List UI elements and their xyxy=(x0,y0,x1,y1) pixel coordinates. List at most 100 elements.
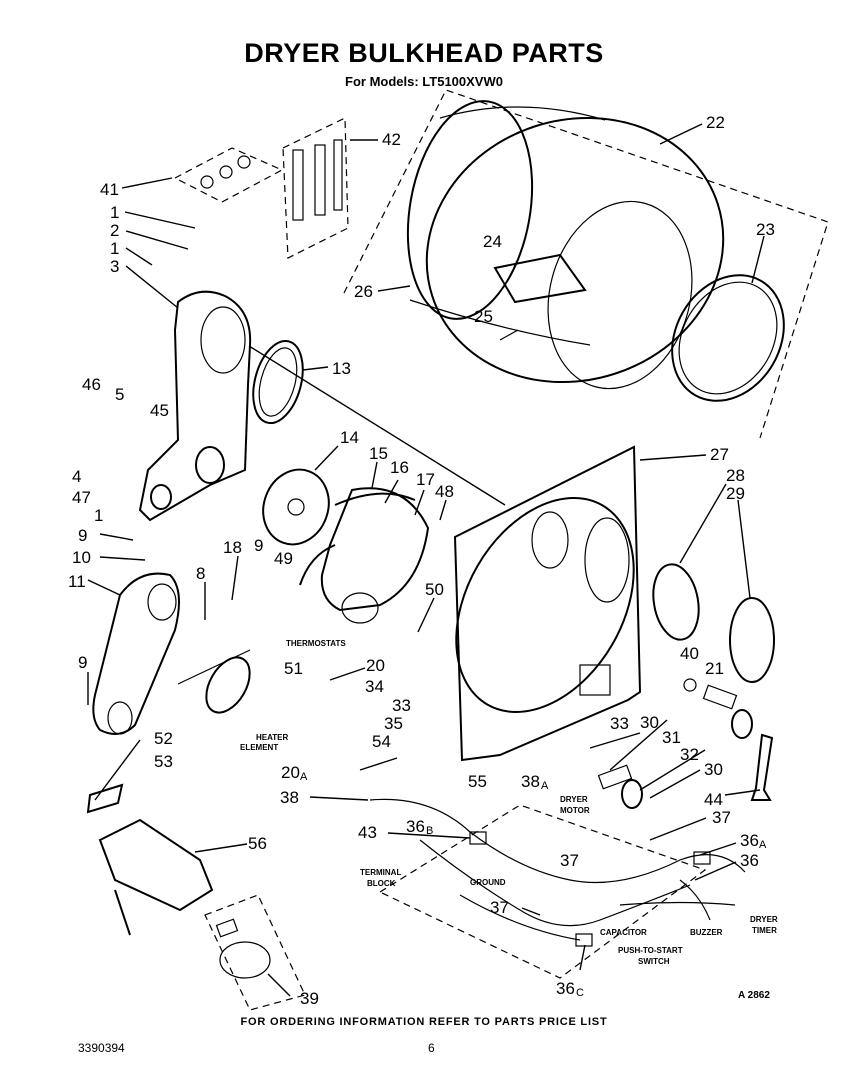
label-dryer-timer-2: TIMER xyxy=(752,926,777,935)
callout-36a: 36 xyxy=(740,831,759,850)
callout-36b: 36 xyxy=(406,817,425,836)
descriptor-labels: THERMOSTATS HEATER ELEMENT DRYER MOTOR T… xyxy=(240,639,778,966)
callout-53: 53 xyxy=(154,752,173,771)
leader-36c xyxy=(579,944,586,971)
label-dryer-motor-2: MOTOR xyxy=(560,806,590,815)
document-number: 3390394 xyxy=(78,1041,125,1055)
label-dryer-timer-1: DRYER xyxy=(750,915,778,924)
lint-housing-11 xyxy=(92,572,180,735)
impeller-14 xyxy=(262,468,330,546)
harness-main xyxy=(369,798,746,884)
callout-37a: 37 xyxy=(712,808,731,827)
duct-seal-17 xyxy=(299,492,416,586)
callout-39: 39 xyxy=(300,989,319,1008)
leader-36 xyxy=(694,861,737,881)
callout-35: 35 xyxy=(384,714,403,733)
leader-11 xyxy=(87,579,121,596)
callout-42: 42 xyxy=(382,130,401,149)
callout-1b: 1 xyxy=(110,239,119,258)
callout-37b: 37 xyxy=(560,851,579,870)
callout-8: 8 xyxy=(196,564,205,583)
leader-14 xyxy=(314,445,339,471)
callout-46: 46 xyxy=(82,375,101,394)
leader-30b xyxy=(649,769,701,799)
callout-45: 45 xyxy=(150,401,169,420)
callout-37c: 37 xyxy=(490,898,509,917)
callout-40: 40 xyxy=(680,644,699,663)
callout-52: 52 xyxy=(154,729,173,748)
kit-part-c xyxy=(333,139,343,211)
washer-40 xyxy=(683,678,697,692)
pulley-32 xyxy=(731,709,753,739)
kit-39-box xyxy=(204,894,306,1011)
drum-shell xyxy=(409,106,606,346)
callout-38: 38 xyxy=(280,788,299,807)
callout-54: 54 xyxy=(372,732,391,751)
cord-39 xyxy=(219,941,271,979)
callout-34: 34 xyxy=(365,677,384,696)
grommet-3 xyxy=(237,155,251,169)
callout-28: 28 xyxy=(726,466,745,485)
lint-housing-bottom xyxy=(107,701,133,735)
callout-36a-suffix: A xyxy=(759,839,767,851)
callout-23: 23 xyxy=(756,220,775,239)
leader-26 xyxy=(377,285,411,292)
callout-labels: 41 1 2 1 3 42 22 23 24 25 26 13 46 5 45 … xyxy=(68,113,775,1008)
wiring-harness xyxy=(369,798,746,979)
model-subtitle: For Models: LT5100XVW0 xyxy=(345,74,503,89)
blower-housing xyxy=(138,290,252,522)
drum-rear-rim xyxy=(425,116,725,384)
blower-grille xyxy=(200,306,246,374)
harness-branch-2 xyxy=(459,894,581,941)
label-block: BLOCK xyxy=(367,879,396,888)
filter-leader xyxy=(177,649,251,685)
hardware-kits xyxy=(173,117,349,259)
callout-36: 36 xyxy=(740,851,759,870)
shaft-31 xyxy=(597,764,633,790)
leader-17 xyxy=(414,489,425,516)
drum-seal-ring xyxy=(671,274,785,402)
callout-50: 50 xyxy=(425,580,444,599)
leader-1b xyxy=(125,247,153,266)
page-number: 6 xyxy=(428,1041,435,1055)
label-thermostats: THERMOSTATS xyxy=(286,639,346,648)
leader-15 xyxy=(371,461,378,489)
leader-38 xyxy=(309,796,369,801)
callout-44: 44 xyxy=(704,790,723,809)
callout-10: 10 xyxy=(72,548,91,567)
callout-29: 29 xyxy=(726,484,745,503)
label-capacitor: CAPACITOR xyxy=(600,928,647,937)
callout-21: 21 xyxy=(705,659,724,678)
leader-13 xyxy=(302,366,329,371)
duct-outlet xyxy=(341,592,379,624)
bracket-rod xyxy=(114,889,131,936)
label-dryer-motor-1: DRYER xyxy=(560,795,588,804)
leader-20b xyxy=(359,757,398,771)
kit-box-42 xyxy=(282,117,349,259)
callout-51: 51 xyxy=(284,659,303,678)
rear-parts xyxy=(597,563,775,809)
blower-port xyxy=(195,446,225,484)
leader-lines xyxy=(87,123,765,997)
bulkhead-hole xyxy=(531,511,569,569)
callout-24: 24 xyxy=(483,232,502,251)
connector-36c xyxy=(575,933,593,947)
leader-3 xyxy=(125,265,179,309)
front-assembly xyxy=(92,572,251,735)
harness-branch-1 xyxy=(419,839,691,927)
baffle-screw xyxy=(499,329,519,341)
leader-37a xyxy=(649,817,707,841)
label-switch: SWITCH xyxy=(638,957,670,966)
leader-10 xyxy=(99,556,146,561)
duct-16 xyxy=(320,487,430,612)
callout-41: 41 xyxy=(100,180,119,199)
ordering-note: FOR ORDERING INFORMATION REFER TO PARTS … xyxy=(240,1016,608,1028)
leader-27 xyxy=(639,454,707,461)
callout-36b-suffix: B xyxy=(426,825,433,837)
blower-outlet xyxy=(150,484,172,510)
hardware-box-41 xyxy=(173,147,284,203)
drum-rear-opening xyxy=(547,200,693,390)
bearing-21 xyxy=(702,684,738,710)
callout-48: 48 xyxy=(435,482,454,501)
callout-20a: 20 xyxy=(366,656,385,675)
